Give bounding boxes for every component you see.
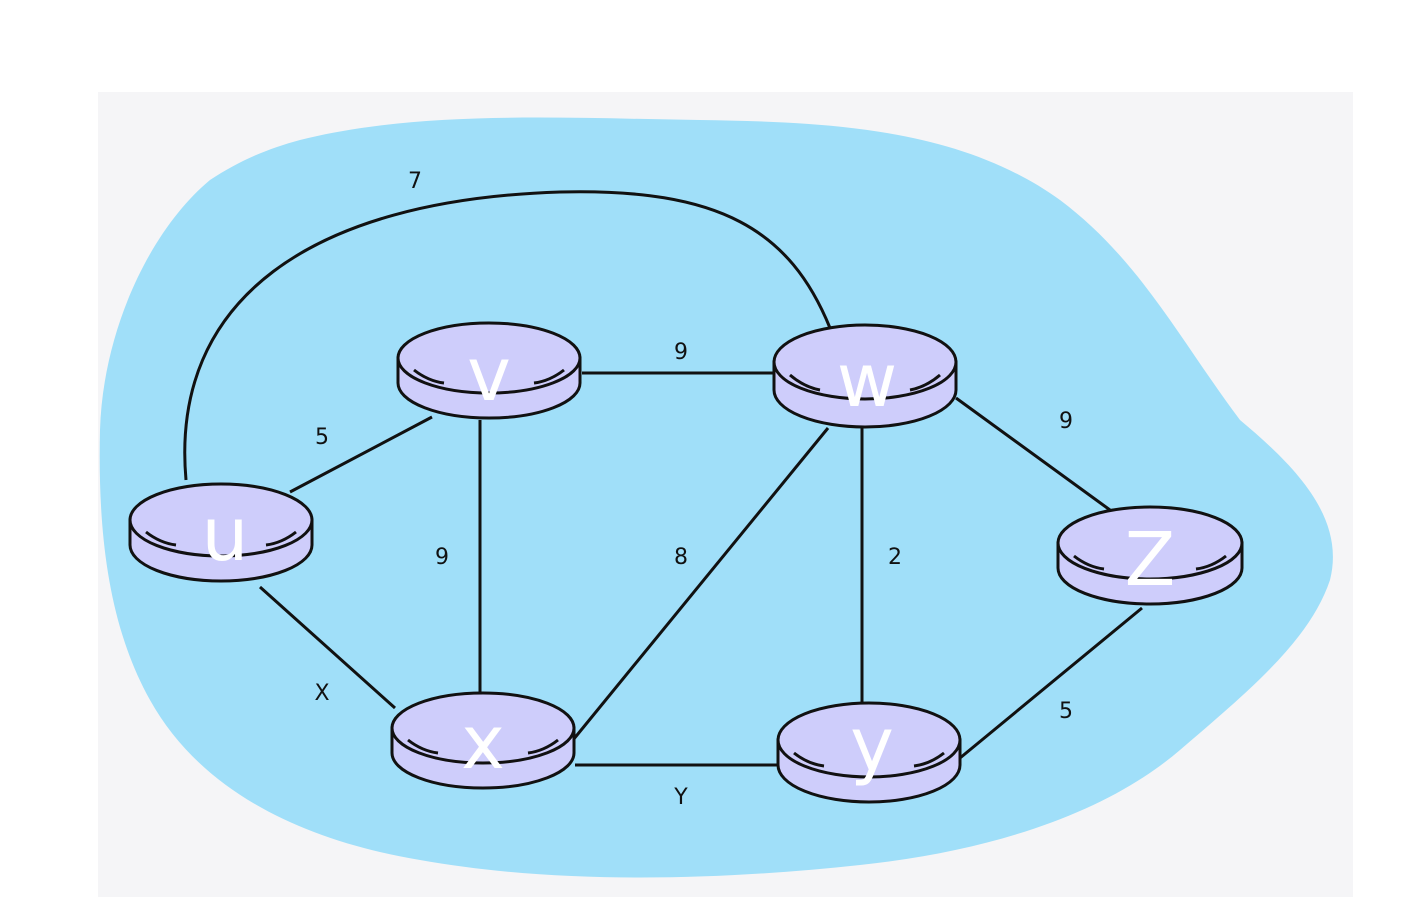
weight-u-x: X: [314, 681, 329, 706]
link-u-x: [258, 585, 397, 710]
weight-x-w: 8: [674, 545, 688, 570]
weight-v-w: 9: [674, 340, 688, 365]
weight-y-z: 5: [1059, 699, 1073, 724]
link-u-v: [289, 415, 433, 494]
router-v: v: [396, 321, 582, 420]
router-y: y: [776, 701, 962, 804]
link-x-w: [571, 427, 830, 741]
router-z: Z: [1056, 505, 1244, 606]
weight-u-v: 5: [315, 425, 329, 450]
network-cloud: [99, 117, 1333, 878]
router-u: u: [128, 482, 314, 583]
link-u-w: [183, 190, 832, 481]
router-u-label: u: [202, 492, 249, 578]
links: [183, 190, 1143, 767]
router-x: x: [390, 691, 576, 790]
weight-w-z: 9: [1059, 409, 1073, 434]
router-v-label: v: [467, 332, 511, 418]
weight-x-y: Y: [673, 785, 688, 810]
router-x-label: x: [461, 700, 505, 786]
weight-u-w: 7: [408, 169, 422, 194]
router-z-label: Z: [1125, 517, 1176, 603]
edge-weights: 7 5 9 9 9 8 2 X 5 Y: [314, 169, 1073, 810]
weight-w-y: 2: [888, 545, 902, 570]
link-w-z: [955, 396, 1111, 512]
link-y-z: [959, 606, 1143, 760]
router-w-label: w: [837, 338, 898, 424]
weight-v-x: 9: [435, 545, 449, 570]
router-y-label: y: [850, 702, 894, 788]
router-w: w: [772, 323, 958, 429]
